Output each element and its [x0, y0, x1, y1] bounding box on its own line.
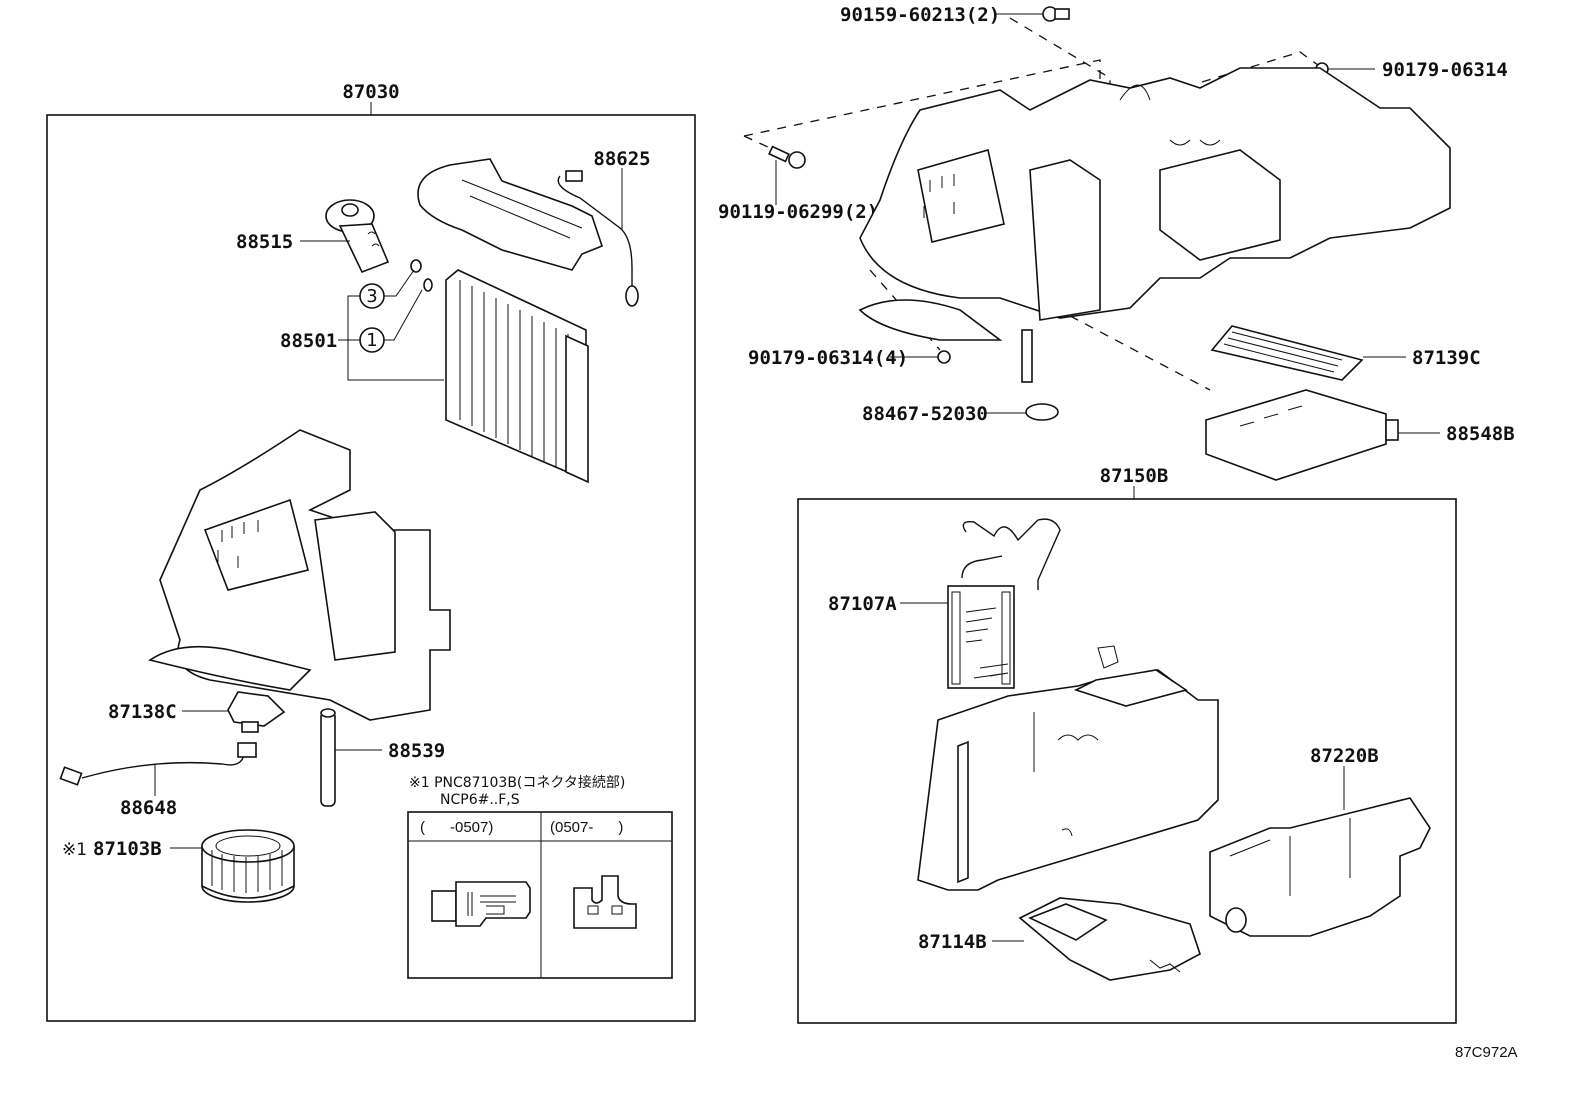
label-87114B[interactable]: 87114B	[918, 931, 987, 953]
label-87220B[interactable]: 87220B	[1310, 745, 1379, 767]
part-90119-screw[interactable]	[768, 145, 806, 169]
part-88548B-filter-case[interactable]	[1205, 389, 1399, 481]
part-evaporator-cover	[417, 158, 603, 271]
label-87150B[interactable]: 87150B	[1100, 465, 1169, 487]
label-90159-60213[interactable]: 90159-60213(2)	[840, 4, 1000, 26]
note-line-2: NCP6#..F,S	[440, 792, 520, 808]
drawing-code: 87C972A	[1455, 1044, 1518, 1061]
label-88515[interactable]: 88515	[236, 231, 293, 253]
note-mark-87103B: ※1	[62, 840, 87, 860]
assembly-87150B: 87150B 87107A 87220B	[797, 465, 1457, 1024]
part-88625-thermistor[interactable]	[557, 170, 639, 307]
part-88515-expansion-valve[interactable]	[325, 199, 390, 274]
connector-old-icon	[431, 881, 531, 927]
label-88625[interactable]: 88625	[593, 148, 650, 170]
label-88548B[interactable]: 88548B	[1446, 423, 1515, 445]
label-90179-06314-top[interactable]: 90179-06314	[1382, 59, 1508, 81]
label-88648[interactable]: 88648	[120, 797, 177, 819]
label-88467-52030[interactable]: 88467-52030	[862, 403, 988, 425]
part-hvac-unit	[858, 67, 1451, 383]
part-heater-case	[917, 645, 1219, 891]
part-87138C-resistor[interactable]	[227, 691, 286, 733]
circle-1-text: 1	[366, 330, 377, 351]
part-evaporator[interactable]	[445, 269, 589, 484]
o-ring-1	[423, 278, 433, 292]
label-88539[interactable]: 88539	[388, 740, 445, 762]
connector-note-table: ( -0507) (0507- )	[407, 811, 673, 979]
label-90119-06299[interactable]: 90119-06299(2)	[718, 201, 878, 223]
table-header-before-0507: ( -0507)	[420, 819, 493, 836]
connector-new-icon	[573, 875, 637, 929]
part-blower-case	[148, 429, 451, 721]
part-90159-bolt[interactable]	[1042, 6, 1070, 22]
part-88467-grommet[interactable]	[1025, 403, 1059, 421]
label-87030[interactable]: 87030	[342, 81, 399, 103]
table-header-after-0507: (0507- )	[550, 819, 623, 836]
part-87220B-damper[interactable]	[1209, 797, 1431, 937]
hvac-unit-assembly: 90159-60213(2) 90179-06314 90119-06299(2…	[718, 4, 1515, 481]
label-90179-06314-4[interactable]: 90179-06314(4)	[748, 347, 908, 369]
part-87103B-blower-motor[interactable]	[201, 829, 295, 903]
part-87107A-heater-core[interactable]	[947, 518, 1061, 689]
assembly-87030: 87030 88515 88625 3 1 8	[46, 81, 696, 1022]
label-87103B[interactable]: 87103B	[93, 838, 162, 860]
label-87107A[interactable]: 87107A	[828, 593, 897, 615]
assembly-87150B-frame	[797, 498, 1457, 1024]
note-line-1: ※1 PNC87103B(コネクタ接続部)	[409, 774, 625, 791]
part-87114B-duct[interactable]	[1018, 897, 1201, 981]
part-88539-aspirator-tube[interactable]	[320, 708, 336, 807]
circle-3-text: 3	[366, 286, 377, 307]
part-87139C-filter[interactable]	[1210, 325, 1364, 381]
label-88501[interactable]: 88501	[280, 330, 337, 352]
o-ring-3	[410, 259, 422, 273]
label-87138C[interactable]: 87138C	[108, 701, 177, 723]
part-90179-nut-4[interactable]	[937, 350, 951, 364]
part-88648-wire-harness[interactable]	[59, 742, 257, 786]
label-87139C[interactable]: 87139C	[1412, 347, 1481, 369]
